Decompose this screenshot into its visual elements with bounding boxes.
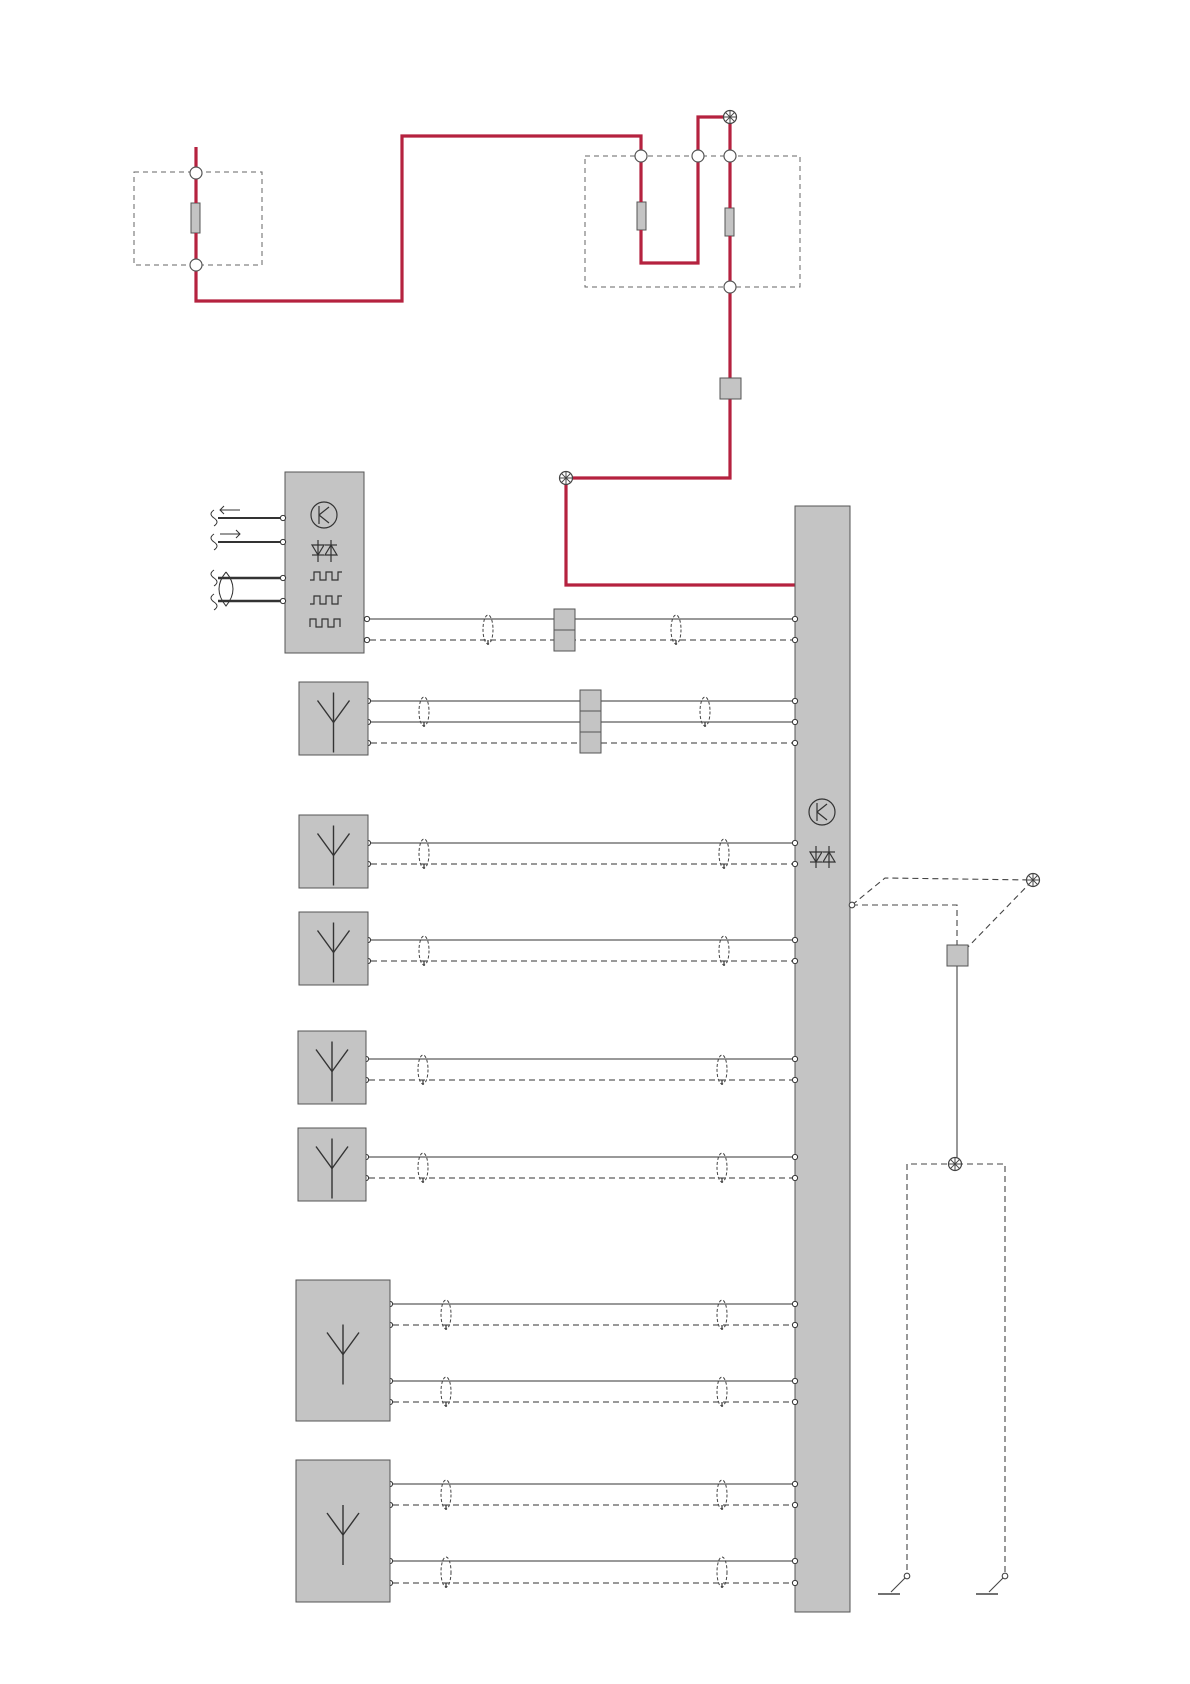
inline-connector — [554, 630, 575, 651]
ground-icon — [976, 1578, 1003, 1594]
antenna-unit-1 — [299, 682, 368, 755]
wire-terminal — [792, 719, 797, 724]
fuse-box-1 — [134, 172, 262, 265]
ground-icon — [878, 1578, 905, 1594]
antenna-unit-7 — [296, 1460, 390, 1602]
wire-terminal — [792, 1502, 797, 1507]
antenna-unit-4 — [298, 1031, 366, 1104]
fuse-icon — [725, 208, 734, 236]
wire-terminal — [792, 937, 797, 942]
twisted-pair-icon — [717, 1557, 727, 1588]
wire-terminal — [792, 1077, 797, 1082]
wire-terminal — [792, 1558, 797, 1563]
antenna-units — [296, 682, 390, 1602]
ground-circuit — [849, 878, 1033, 1594]
input-module — [285, 472, 364, 653]
inline-connector — [580, 711, 601, 732]
input-module-inputs — [211, 506, 286, 610]
wire-terminal — [792, 1154, 797, 1159]
wire-terminal — [792, 861, 797, 866]
inline-connector — [554, 609, 575, 630]
wire-terminal — [792, 1580, 797, 1585]
wire-terminal — [364, 637, 369, 642]
wire-terminal — [792, 1175, 797, 1180]
wire-terminal — [792, 740, 797, 745]
inline-connector — [720, 378, 741, 399]
fuse-icon — [637, 202, 646, 230]
wire-terminal — [792, 1301, 797, 1306]
wire-terminal — [792, 1481, 797, 1486]
splice-icon — [949, 1158, 962, 1171]
wire-terminal — [792, 958, 797, 963]
wire-terminal — [792, 698, 797, 703]
wire-terminal — [792, 637, 797, 642]
wire-terminal — [792, 616, 797, 621]
power-wire-terminals — [190, 150, 736, 293]
wire-terminal — [792, 1399, 797, 1404]
twisted-pair-icon — [441, 1557, 451, 1588]
wire-terminal — [364, 616, 369, 621]
antenna-unit-3 — [299, 912, 368, 985]
antenna-unit-6 — [296, 1280, 390, 1421]
inline-connector — [947, 945, 968, 966]
wire-terminal — [792, 840, 797, 845]
main-control-module — [795, 506, 850, 1612]
fuse-box-2 — [585, 156, 800, 287]
splice-icon — [1027, 874, 1040, 887]
fuse-icon — [191, 203, 200, 233]
bus-wires — [363, 609, 797, 1588]
inline-connector — [580, 690, 601, 711]
wire-terminal — [792, 1378, 797, 1383]
antenna-unit-5 — [298, 1128, 366, 1201]
wire-terminal — [792, 1056, 797, 1061]
inline-connector — [580, 732, 601, 753]
splice-icon — [724, 111, 737, 124]
antenna-unit-2 — [299, 815, 368, 888]
splice-icon — [560, 472, 573, 485]
wire-terminal — [792, 1322, 797, 1327]
